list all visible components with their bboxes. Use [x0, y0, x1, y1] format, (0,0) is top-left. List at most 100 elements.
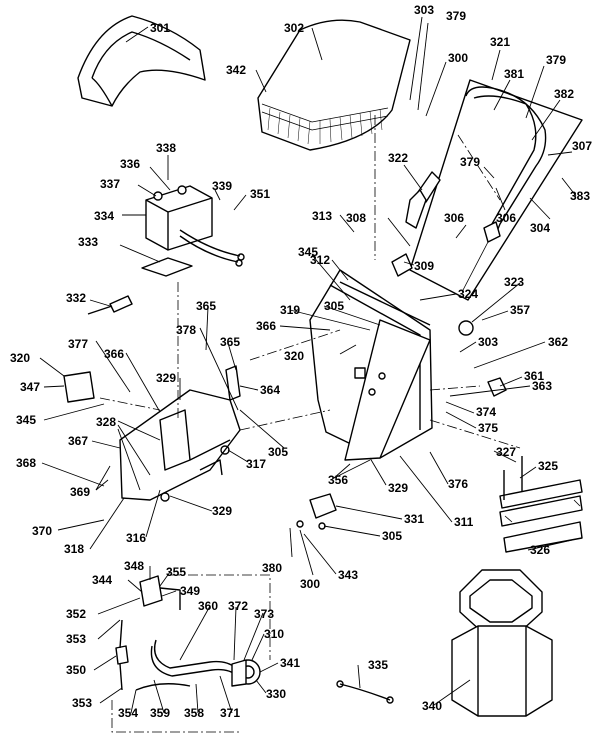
callout-345: 345	[16, 413, 36, 427]
callout-353: 353	[66, 632, 86, 646]
callout-342: 342	[226, 63, 246, 77]
callout-359: 359	[150, 706, 170, 720]
callout-375: 375	[478, 421, 498, 435]
callout-340: 340	[422, 699, 442, 713]
callout-329: 329	[388, 481, 408, 495]
callout-336: 336	[120, 157, 140, 171]
callout-368: 368	[16, 456, 36, 470]
callout-381: 381	[504, 67, 524, 81]
callout-334: 334	[94, 209, 114, 223]
part-323-knob	[458, 320, 474, 336]
callout-305: 305	[268, 445, 288, 459]
part-340-tank	[451, 569, 553, 717]
part-333-mat	[141, 257, 193, 277]
part-361-clip	[487, 377, 507, 397]
callout-320: 320	[10, 351, 30, 365]
callout-310: 310	[264, 627, 284, 641]
callout-337: 337	[100, 177, 120, 191]
callout-323: 323	[504, 275, 524, 289]
callout-353: 353	[72, 696, 92, 710]
callout-370: 370	[32, 524, 52, 538]
part-332-switch	[87, 295, 133, 315]
callout-379: 379	[546, 53, 566, 67]
callout-369: 369	[70, 485, 90, 499]
callout-357: 357	[510, 303, 530, 317]
callout-379: 379	[460, 155, 480, 169]
callout-330: 330	[266, 687, 286, 701]
callout-301: 301	[150, 21, 170, 35]
callout-327: 327	[496, 445, 516, 459]
callout-311: 311	[454, 515, 474, 529]
part-344-regulator	[115, 575, 181, 691]
callout-373: 373	[254, 607, 274, 621]
callout-348: 348	[124, 559, 144, 573]
callout-374: 374	[476, 405, 496, 419]
callout-364: 364	[260, 383, 280, 397]
callout-326: 326	[530, 543, 550, 557]
callout-339: 339	[212, 179, 232, 193]
callout-325: 325	[538, 459, 558, 473]
callout-labels: 301 302 303 379 300 321 342 381 379 382 …	[10, 3, 592, 720]
callout-335: 335	[368, 658, 388, 672]
callout-317: 317	[246, 457, 266, 471]
callout-333: 333	[78, 235, 98, 249]
callout-367: 367	[68, 434, 88, 448]
callout-363: 363	[532, 379, 552, 393]
callout-300: 300	[448, 51, 468, 65]
part-325-strap	[499, 456, 583, 553]
callout-300: 300	[300, 577, 320, 591]
callout-328: 328	[96, 415, 116, 429]
callout-372: 372	[228, 599, 248, 613]
callout-307: 307	[572, 139, 592, 153]
part-311-frame	[309, 269, 433, 461]
callout-329: 329	[212, 504, 232, 518]
callout-352: 352	[66, 607, 86, 621]
callout-303: 303	[414, 3, 434, 17]
callout-312: 312	[310, 253, 330, 267]
assembly-lines	[99, 115, 521, 733]
callout-302: 302	[284, 21, 304, 35]
callout-324: 324	[458, 287, 478, 301]
callout-331: 331	[404, 512, 424, 526]
callout-379: 379	[446, 9, 466, 23]
callout-365: 365	[220, 335, 240, 349]
callout-365: 365	[196, 299, 216, 313]
callout-345: 345	[298, 245, 318, 259]
callout-344: 344	[92, 573, 112, 587]
part-316-panel	[119, 389, 241, 502]
part-364-bracket	[225, 365, 241, 401]
callout-377: 377	[68, 337, 88, 351]
callout-316: 316	[126, 531, 146, 545]
part-302-hood	[257, 19, 411, 151]
callout-371: 371	[220, 706, 240, 720]
part-335-cable	[336, 680, 394, 704]
callout-383: 383	[570, 189, 590, 203]
callout-329: 329	[156, 371, 176, 385]
callout-338: 338	[156, 141, 176, 155]
callout-366: 366	[104, 347, 124, 361]
callout-308: 308	[346, 211, 366, 225]
part-321-frame	[405, 79, 583, 301]
callout-376: 376	[448, 477, 468, 491]
callout-322: 322	[388, 151, 408, 165]
part-309-bracket	[391, 253, 413, 277]
callout-354: 354	[118, 706, 138, 720]
part-341-regulator	[231, 659, 261, 687]
callout-378: 378	[176, 323, 196, 337]
callout-362: 362	[548, 335, 568, 349]
callout-351: 351	[250, 187, 270, 201]
callout-343: 343	[338, 568, 358, 582]
part-359-hose	[135, 639, 239, 691]
callout-321: 321	[490, 35, 510, 49]
callout-361: 361	[524, 369, 544, 383]
callout-313: 313	[312, 209, 332, 223]
callout-318: 318	[64, 542, 84, 556]
part-334-battery	[145, 185, 245, 267]
callout-305: 305	[382, 529, 402, 543]
callout-320: 320	[284, 349, 304, 363]
part-331-valve	[296, 493, 337, 530]
callout-347: 347	[20, 380, 40, 394]
part-347-plate	[63, 371, 95, 403]
callout-304: 304	[530, 221, 550, 235]
